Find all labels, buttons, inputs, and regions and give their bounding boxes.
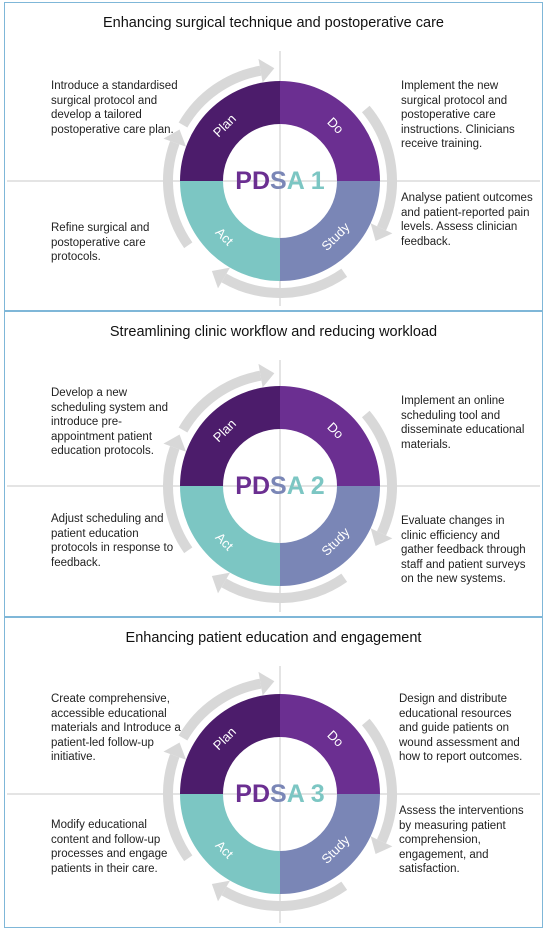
cycle-arrow-shaft bbox=[361, 718, 397, 844]
panel-title: Enhancing surgical technique and postope… bbox=[103, 15, 444, 31]
pdsa-panel-2: Streamlining clinic workflow and reducin… bbox=[4, 311, 543, 617]
cycle-arrow-shaft bbox=[221, 268, 348, 298]
do-step-text: Implement the new surgical protocol and … bbox=[401, 80, 515, 150]
do-segment bbox=[280, 386, 380, 486]
plan-segment bbox=[180, 694, 280, 794]
cycle-arrow-head bbox=[163, 129, 187, 147]
pdsa-letter-p: P bbox=[235, 780, 252, 808]
cycle-arrow-head bbox=[211, 572, 230, 594]
cycle-arrow-head bbox=[163, 742, 187, 760]
cycle-arrow-shaft bbox=[361, 105, 397, 231]
cycle-arrow-shaft bbox=[178, 678, 262, 741]
cycle-arrow-head bbox=[258, 363, 275, 388]
cycle-arrow-shaft bbox=[163, 140, 193, 249]
do-step-text: Implement an online scheduling tool and … bbox=[401, 395, 525, 451]
do-step-text: Design and distribute educational resour… bbox=[399, 693, 523, 763]
pdsa-cycle-number: 3 bbox=[304, 780, 325, 808]
act-segment bbox=[180, 486, 280, 586]
panel-title: Streamlining clinic workflow and reducin… bbox=[109, 324, 438, 340]
pdsa-cycle-title: PDSA 1 bbox=[235, 167, 325, 195]
cycle-arrow-shaft bbox=[163, 753, 193, 862]
act-segment bbox=[180, 794, 280, 894]
pdsa-letter-s: S bbox=[270, 780, 287, 808]
pdsa-letter-d: D bbox=[252, 167, 270, 195]
plan-segment bbox=[180, 81, 280, 181]
cycle-arrow-head bbox=[258, 58, 275, 83]
cycle-arrow-shaft bbox=[361, 410, 397, 536]
cycle-arrow-shaft bbox=[178, 65, 262, 128]
act-segment bbox=[180, 181, 280, 281]
plan-segment bbox=[180, 386, 280, 486]
pdsa-letter-d: D bbox=[252, 780, 270, 808]
pdsa-letter-d: D bbox=[252, 472, 270, 500]
plan-step-text: Create comprehensive, accessible educati… bbox=[51, 693, 181, 763]
pdsa-cycle-number: 2 bbox=[304, 472, 325, 500]
do-segment bbox=[280, 81, 380, 181]
cycle-arrow-head bbox=[163, 434, 187, 452]
cycle-arrow-head bbox=[370, 223, 393, 242]
pdsa-letter-p: P bbox=[235, 472, 252, 500]
study-segment bbox=[280, 181, 380, 281]
cycle-arrow-shaft bbox=[163, 445, 193, 554]
pdsa-letter-s: S bbox=[270, 167, 287, 195]
cycle-arrow-head bbox=[370, 528, 393, 547]
cycle-arrow-head bbox=[258, 671, 275, 696]
pdsa-cycle-number: 1 bbox=[304, 167, 325, 195]
cycle-arrow-head bbox=[211, 880, 230, 902]
pdsa-letter-a: A bbox=[287, 472, 305, 500]
pdsa-letter-a: A bbox=[287, 780, 305, 808]
panel-title: Enhancing patient education and engageme… bbox=[125, 630, 422, 646]
pdsa-cycle-title: PDSA 2 bbox=[235, 472, 324, 500]
act-step-text: Adjust scheduling and patient education … bbox=[51, 513, 174, 569]
study-segment bbox=[280, 794, 380, 894]
study-step-text: Assess the interventions by measuring pa… bbox=[399, 805, 524, 875]
study-step-text: Evaluate changes in clinic efficiency an… bbox=[401, 515, 526, 585]
study-segment bbox=[280, 486, 380, 586]
pdsa-letter-p: P bbox=[235, 167, 252, 195]
pdsa-panel-1: Enhancing surgical technique and postope… bbox=[4, 2, 543, 311]
act-step-text: Modify educational content and follow-up… bbox=[51, 819, 168, 875]
cycle-arrow-head bbox=[370, 836, 393, 855]
cycle-arrow-head bbox=[211, 267, 230, 289]
cycle-arrow-shaft bbox=[221, 573, 348, 603]
pdsa-letter-a: A bbox=[287, 167, 305, 195]
do-segment bbox=[280, 694, 380, 794]
act-step-text: Refine surgical and postoperative care p… bbox=[51, 222, 150, 263]
cycle-arrow-shaft bbox=[221, 881, 348, 911]
pdsa-panel-3: Enhancing patient education and engageme… bbox=[4, 617, 543, 928]
pdsa-cycle-title: PDSA 3 bbox=[235, 780, 324, 808]
plan-step-text: Introduce a standardised surgical protoc… bbox=[51, 80, 178, 136]
cycle-arrow-shaft bbox=[178, 370, 262, 433]
study-step-text: Analyse patient outcomes and patient-rep… bbox=[401, 192, 533, 248]
pdsa-letter-s: S bbox=[270, 472, 287, 500]
plan-step-text: Develop a new scheduling system and intr… bbox=[51, 387, 168, 457]
